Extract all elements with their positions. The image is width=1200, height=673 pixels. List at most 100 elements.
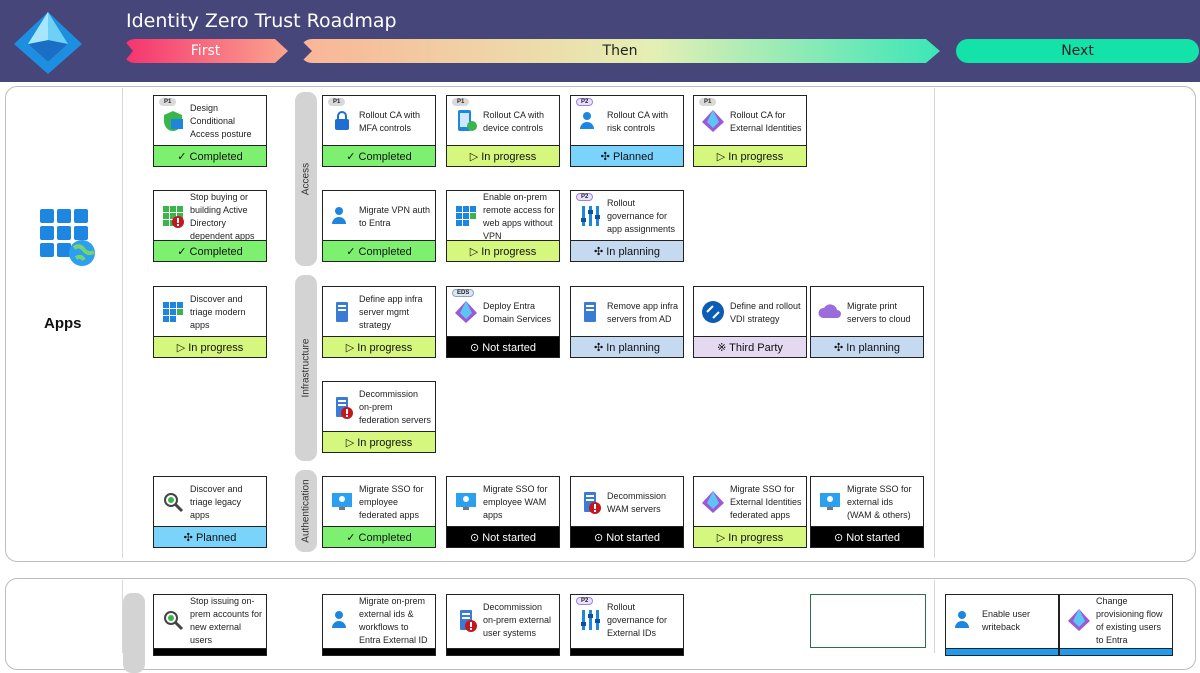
roadmap-card[interactable]: Enable user writeback [945, 594, 1059, 656]
roadmap-card[interactable]: Stop issuing on-prem accounts for new ex… [153, 594, 267, 656]
card-title: Define app infra server mgmt strategy [359, 294, 423, 330]
card-title: Discover and triage modern apps [190, 294, 246, 330]
status-label: ✓ Completed [323, 240, 435, 261]
card-title: Rollout CA with risk controls [607, 109, 669, 133]
search-apps-icon [164, 493, 184, 513]
roadmap-card[interactable]: Stop buying or building Active Directory… [153, 190, 267, 262]
users-sync-icon [955, 611, 969, 628]
status-label: ▷ In progress [154, 336, 266, 357]
status-bar [571, 648, 683, 655]
roadmap-card[interactable]: Change provisioning flow of existing use… [1059, 594, 1173, 656]
card-title: Design Conditional Access posture [190, 103, 252, 139]
roadmap-card[interactable]: Migrate SSO for external ids (WAM & othe… [810, 476, 924, 548]
app-grid-icon [163, 302, 183, 322]
card-title: Migrate print servers to cloud [847, 300, 911, 324]
status-label: ✓ Completed [154, 145, 266, 166]
device-check-icon [458, 110, 477, 131]
status-bar [154, 648, 266, 655]
priority-badge: P1 [699, 98, 717, 106]
card-body: Stop buying or building Active Directory… [154, 191, 266, 242]
card-title: Enable user writeback [982, 608, 1031, 632]
roadmap-card[interactable]: Discover and triage legacy apps✣ Planned [153, 476, 267, 548]
card-title: Stop issuing on-prem accounts for new ex… [190, 597, 263, 644]
card-title: Change provisioning flow of existing use… [1096, 597, 1163, 644]
roadmap-card[interactable]: Decommission on-prem external user syste… [446, 594, 560, 656]
server-alert-icon [584, 492, 601, 514]
card-title: Migrate SSO for employee WAM apps [483, 484, 548, 520]
monitor-user-icon [820, 493, 840, 510]
status-label: ✓ Completed [323, 526, 435, 547]
group-infrastructure: Infrastructure [295, 275, 317, 461]
roadmap-card[interactable]: Migrate SSO for External Identities fede… [693, 476, 807, 548]
card-title: Rollout governance for app assignments [607, 198, 676, 234]
status-label: ▷ In progress [694, 145, 806, 166]
column-divider [934, 88, 935, 558]
status-bar [447, 648, 559, 655]
phase-next: Next [956, 39, 1199, 63]
server-doc-icon [336, 302, 348, 322]
page-title: Identity Zero Trust Roadmap [126, 10, 397, 32]
sso-doc-icon [332, 493, 352, 510]
roadmap-card[interactable]: Define and rollout VDI strategy※ Third P… [693, 286, 807, 358]
phase-then: Then [300, 39, 940, 63]
roadmap-card[interactable]: Discover and triage modern apps ▷ In prog… [153, 286, 267, 358]
entra-domain-icon [455, 301, 477, 323]
phase-first: First [123, 39, 288, 63]
card-title: Rollout CA with MFA controls [359, 109, 421, 133]
roadmap-card[interactable]: Enable on-prem remote access for web app… [446, 190, 560, 262]
roadmap-card[interactable]: Decommission WAM servers⊙ Not started [570, 476, 684, 548]
card-body: Migrate VPN auth to Entra [323, 191, 435, 242]
priority-badge: P1 [452, 98, 470, 106]
apps-grid-globe-icon [40, 209, 95, 266]
card-body: Change provisioning flow of existing use… [1060, 595, 1172, 646]
users-flow-icon [332, 611, 346, 628]
card-body: Discover and triage modern apps [154, 287, 266, 338]
roadmap-card[interactable]: Migrate print servers to cloud✣ In plann… [810, 286, 924, 358]
status-label: ⊙ Not started [447, 336, 559, 357]
roadmap-card[interactable]: Migrate SSO for employee WAM apps⊙ Not s… [446, 476, 560, 548]
entra-external-icon [702, 491, 724, 513]
card-title: Remove app infra servers from AD [607, 300, 679, 324]
card-body: Define and rollout VDI strategy [694, 287, 806, 338]
server-remove-icon [584, 302, 596, 322]
priority-badge: P1 [328, 98, 346, 106]
roadmap-card[interactable]: Migrate on-prem external ids & workflows… [322, 594, 436, 656]
user-shield-icon [580, 112, 594, 129]
status-label: ※ Third Party [694, 336, 806, 357]
lock-icon [335, 111, 349, 130]
server-alert-icon [460, 610, 477, 632]
card-title: Stop buying or building Active Directory… [190, 193, 255, 240]
card-title: Migrate on-prem external ids & workflows… [359, 597, 428, 644]
card-title: Migrate SSO for external ids (WAM & othe… [847, 484, 912, 520]
status-label: ✣ Planned [154, 526, 266, 547]
group-authentication: Authentication [295, 470, 317, 552]
priority-badge: P2 [576, 597, 594, 605]
server-alert-icon [336, 397, 353, 419]
roadmap-card[interactable]: Migrate VPN auth to Entra✓ Completed [322, 190, 436, 262]
search-user-icon [164, 611, 184, 631]
roadmap-card[interactable]: Remove app infra servers from AD ✣ In pla… [570, 286, 684, 358]
priority-badge: P2 [576, 98, 594, 106]
roadmap-card[interactable]: Decommission on-prem federation servers▷… [322, 381, 436, 453]
shield-list-icon [164, 111, 183, 131]
roadmap-card[interactable]: Define app infra server mgmt strategy▷ I… [322, 286, 436, 358]
status-label: ✣ In planning [571, 336, 683, 357]
card-title: Rollout CA with device controls [483, 109, 545, 133]
priority-badge: P2 [576, 193, 594, 201]
card-title: Enable on-prem remote access for web app… [483, 193, 555, 240]
card-body: Remove app infra servers from AD [571, 287, 683, 338]
roadmap-card[interactable]: Migrate SSO for employee federated apps✓… [322, 476, 436, 548]
card-body: Stop issuing on-prem accounts for new ex… [154, 595, 266, 646]
card-title: Decommission WAM servers [607, 490, 667, 514]
